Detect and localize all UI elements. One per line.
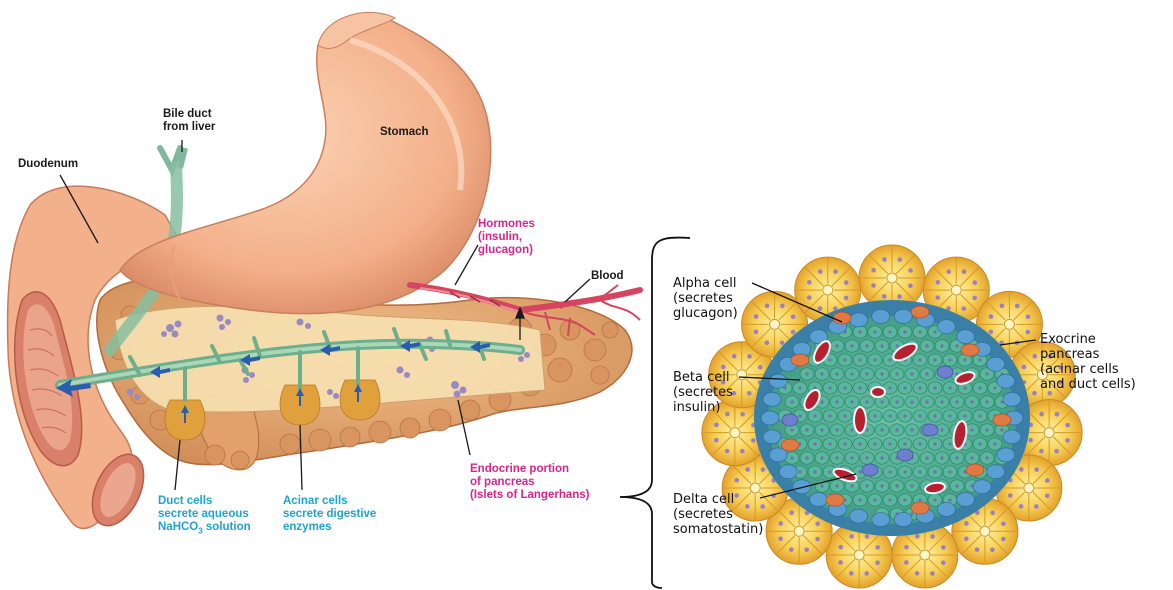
alpha-cell — [987, 357, 1005, 371]
alpha-cell — [763, 430, 781, 444]
alpha-cell — [997, 374, 1015, 388]
endocrine-label: Endocrine portion of pancreas (Islets of… — [470, 463, 590, 502]
duct-cells-label: Duct cells secrete aqueous NaHCO3 soluti… — [158, 495, 251, 537]
alpha-cell — [1003, 430, 1021, 444]
islet-cell — [937, 366, 953, 378]
stomach-label: Stomach — [380, 126, 429, 139]
delta-cell — [781, 439, 799, 451]
delta-cell — [966, 464, 984, 476]
alpha-cell — [779, 465, 797, 479]
alpha-cell — [973, 480, 991, 494]
alpha-cell — [997, 448, 1015, 462]
delta-cell — [911, 306, 929, 318]
duct-cells-tail: solution — [203, 521, 251, 533]
alpha-cell — [809, 492, 827, 506]
alpha-cell — [872, 513, 890, 527]
alpha-cell — [761, 411, 779, 425]
alpha-cell — [850, 313, 868, 327]
exocrine-label: Exocrine pancreas (acinar cells and duct… — [1040, 332, 1136, 392]
blood-label: Blood — [591, 270, 624, 283]
alpha-cell-label: Alpha cell (secretes glucagon) — [673, 276, 738, 321]
alpha-cell — [793, 480, 811, 494]
alpha-cell — [763, 392, 781, 406]
beta-cell-label: Beta cell (secretes insulin) — [673, 370, 733, 415]
delta-cell — [791, 354, 809, 366]
alpha-cell — [937, 502, 955, 516]
alpha-cell — [957, 330, 975, 344]
alpha-cell — [937, 320, 955, 334]
delta-cell — [961, 344, 979, 356]
islet-cell — [782, 414, 798, 426]
delta-cell — [993, 414, 1011, 426]
islet-cell — [922, 424, 938, 436]
alpha-cell — [850, 509, 868, 523]
delta-cell — [911, 502, 929, 514]
alpha-cell — [957, 492, 975, 506]
islet-cell — [897, 449, 913, 461]
delta-cell — [833, 312, 851, 324]
alpha-cell — [872, 309, 890, 323]
delta-cell — [826, 494, 844, 506]
alpha-cell — [769, 374, 787, 388]
alpha-cell — [987, 465, 1005, 479]
acinar-cells-label: Acinar cells secrete digestive enzymes — [283, 495, 376, 534]
capillary — [854, 407, 866, 433]
delta-cell-label: Delta cell (secretes somatostatin) — [673, 492, 763, 537]
alpha-cell — [1003, 392, 1021, 406]
capillary — [871, 387, 885, 397]
islet-cell — [862, 464, 878, 476]
duodenum-label: Duodenum — [18, 158, 78, 171]
hormones-label: Hormones (insulin, glucagon) — [478, 218, 535, 257]
alpha-cell — [894, 513, 912, 527]
bile-duct-label: Bile duct from liver — [163, 108, 215, 134]
alpha-cell — [894, 309, 912, 323]
